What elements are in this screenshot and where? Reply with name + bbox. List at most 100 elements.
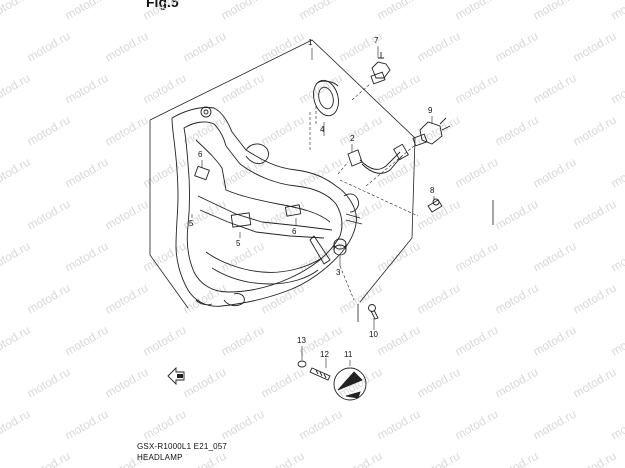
watermark-text: motod.ru (337, 449, 385, 468)
screw (368, 304, 379, 320)
watermark-text: motod.ru (415, 29, 463, 65)
watermark-text: motod.ru (219, 71, 267, 107)
watermark-text: motod.ru (375, 71, 423, 107)
watermark-text: motod.ru (297, 0, 345, 23)
watermark-text: motod.ru (181, 113, 229, 149)
watermark-text: motod.ru (63, 407, 111, 443)
watermark-text: motod.ru (337, 365, 385, 401)
watermark-text: motod.ru (141, 239, 189, 275)
watermark-text: motod.ru (609, 71, 625, 107)
watermark-text: motod.ru (141, 407, 189, 443)
callout-7: 7 (374, 36, 379, 45)
watermark-text: motod.ru (453, 71, 501, 107)
watermark-text: motod.ru (453, 323, 501, 359)
watermark-text: motod.ru (63, 71, 111, 107)
watermark-text: motod.ru (493, 113, 541, 149)
callout-6b: 6 (292, 227, 297, 236)
bulb-socket-harness (347, 143, 409, 174)
watermark-text: motod.ru (219, 407, 267, 443)
watermark-text: motod.ru (181, 281, 229, 317)
grommet (333, 238, 347, 256)
watermark-text: motod.ru (25, 281, 73, 317)
watermark-text: motod.ru (103, 365, 151, 401)
figure-label: Fig.5 (146, 0, 179, 10)
watermark-text: motod.ru (297, 155, 345, 191)
watermark-text: motod.ru (493, 197, 541, 233)
callout-4: 4 (320, 125, 325, 134)
watermark-text: motod.ru (453, 407, 501, 443)
watermark-text: motod.ru (219, 239, 267, 275)
watermark-text: motod.ru (415, 281, 463, 317)
watermark-text: motod.ru (103, 197, 151, 233)
callout-11: 11 (344, 350, 353, 359)
watermark-text: motod.ru (0, 71, 33, 107)
watermark-text: motod.ru (25, 449, 73, 468)
watermark-text: motod.ru (375, 239, 423, 275)
callout-8: 8 (430, 186, 435, 195)
watermark-text: motod.ru (25, 365, 73, 401)
watermark-text: motod.ru (0, 239, 33, 275)
diagram-model-code: GSX-R1000L1 E21_057 (137, 442, 228, 451)
watermark-text: motod.ru (141, 0, 189, 23)
watermark-text: motod.ru (141, 155, 189, 191)
watermark-text: motod.ru (0, 323, 33, 359)
callout-13: 13 (297, 336, 306, 345)
watermark-text: motod.ru (531, 239, 579, 275)
watermark-text: motod.ru (453, 239, 501, 275)
bolt-and-washer (297, 360, 331, 381)
watermark-text: motod.ru (297, 407, 345, 443)
watermark-text: motod.ru (609, 323, 625, 359)
headlamp-housing (171, 106, 363, 307)
watermark-text: motod.ru (0, 155, 33, 191)
callout-2: 2 (350, 134, 355, 143)
watermark-text: motod.ru (25, 113, 73, 149)
watermark-text: motod.ru (609, 0, 625, 23)
watermark-text: motod.ru (259, 197, 307, 233)
watermark-text: motod.ru (415, 197, 463, 233)
callout-5a: 5 (189, 219, 194, 228)
watermark-text: motod.ru (103, 29, 151, 65)
leader-lines (191, 46, 435, 368)
callout-labels: 1 2 3 4 5 5 6 6 7 8 9 10 11 12 13 (189, 36, 435, 359)
watermark-text: motod.ru (337, 281, 385, 317)
watermark-text: motod.ru (375, 0, 423, 23)
watermark-text: motod.ru (181, 449, 229, 468)
front-direction-arrow-icon (167, 366, 185, 386)
watermark-text: motod.ru (375, 407, 423, 443)
watermark-text: motod.ru (219, 323, 267, 359)
watermark-text: motod.ru (181, 29, 229, 65)
watermark-text: motod.ru (63, 239, 111, 275)
watermark-text: motod.ru (259, 113, 307, 149)
position-bulb (370, 52, 391, 85)
watermark-text: motod.ru (609, 155, 625, 191)
watermark-text: motod.ru (181, 365, 229, 401)
callout-10: 10 (369, 330, 378, 339)
diagram-title: HEADLAMP (137, 453, 183, 462)
callout-1: 1 (308, 38, 313, 47)
watermark-text: motod.ru (337, 113, 385, 149)
watermark-text: motod.ru (493, 365, 541, 401)
watermark-text: motod.ru (453, 155, 501, 191)
watermark-text: motod.ru (259, 365, 307, 401)
watermark-text: motod.ru (0, 407, 33, 443)
watermark-text: motod.ru (25, 29, 73, 65)
watermark-text: motod.ru (0, 0, 33, 23)
callout-3: 3 (336, 268, 341, 277)
callout-9: 9 (428, 106, 433, 115)
watermark-text: motod.ru (531, 71, 579, 107)
watermark-text: motod.ru (609, 407, 625, 443)
watermark-text: motod.ru (219, 0, 267, 23)
watermark-text: motod.ru (63, 0, 111, 23)
headlamp-cover (333, 367, 367, 401)
callout-6a: 6 (198, 150, 203, 159)
watermark-text: motod.ru (259, 449, 307, 468)
watermark-text: motod.ru (375, 323, 423, 359)
watermark-text: motod.ru (415, 449, 463, 468)
watermark-text: motod.ru (103, 113, 151, 149)
watermark-text: motod.ru (141, 71, 189, 107)
watermark-text: motod.ru (219, 155, 267, 191)
watermark-text: motod.ru (571, 113, 619, 149)
watermark-text: motod.ru (415, 365, 463, 401)
